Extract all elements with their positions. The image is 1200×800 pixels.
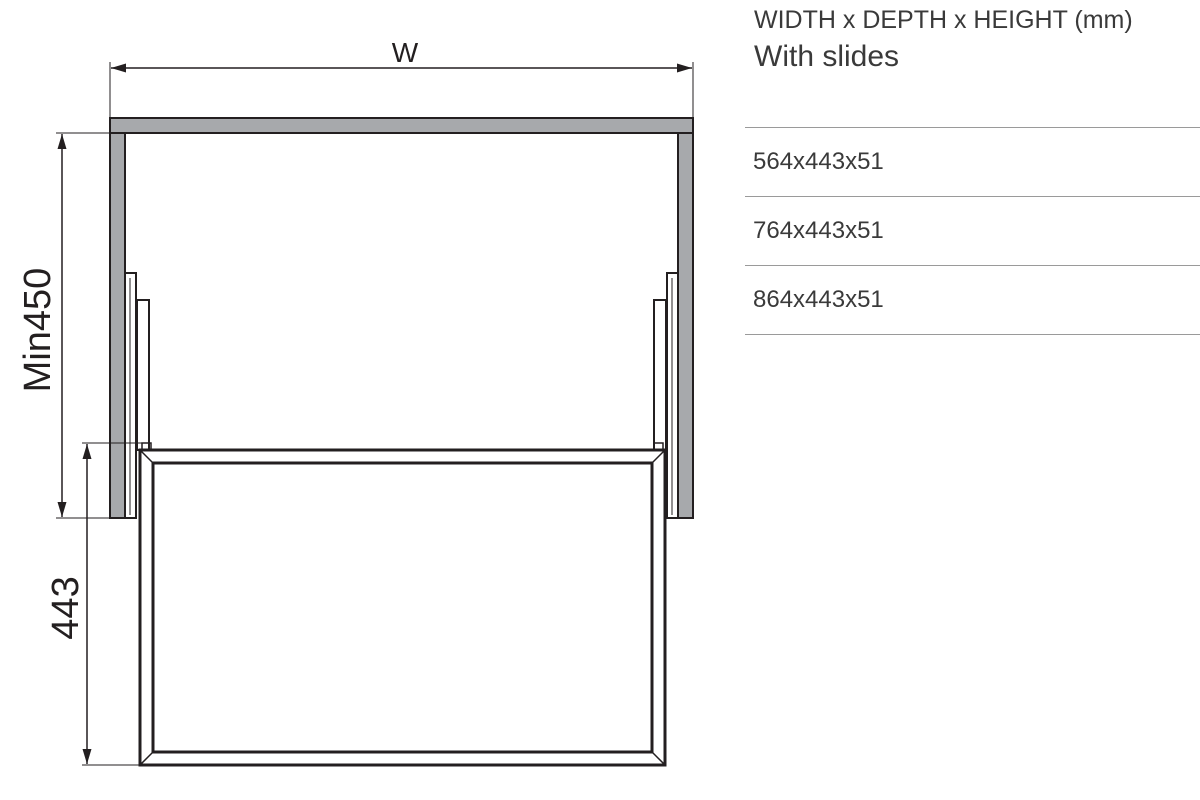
size-table-header: WIDTH x DEPTH x HEIGHT (mm) (754, 6, 1133, 34)
size-row: 564x443x51 (745, 127, 1200, 197)
size-value: 564x443x51 (753, 148, 884, 175)
width-label: W (392, 37, 419, 68)
height-label: Min450 (17, 268, 59, 393)
left-slide (124, 272, 150, 519)
cabinet-frame (109, 117, 694, 519)
depth-label: 443 (45, 576, 87, 639)
size-value: 864x443x51 (753, 286, 884, 313)
size-table-subheader: With slides (754, 40, 900, 73)
size-row: 764x443x51 (745, 196, 1200, 266)
drawer-basket (138, 442, 667, 767)
size-value: 764x443x51 (753, 217, 884, 244)
depth-dimension: 443 (45, 442, 150, 766)
width-dimension: W (109, 37, 694, 118)
size-row: 864x443x51 (745, 265, 1200, 335)
table-divider (745, 334, 1200, 335)
height-dimension: Min450 (17, 132, 110, 519)
